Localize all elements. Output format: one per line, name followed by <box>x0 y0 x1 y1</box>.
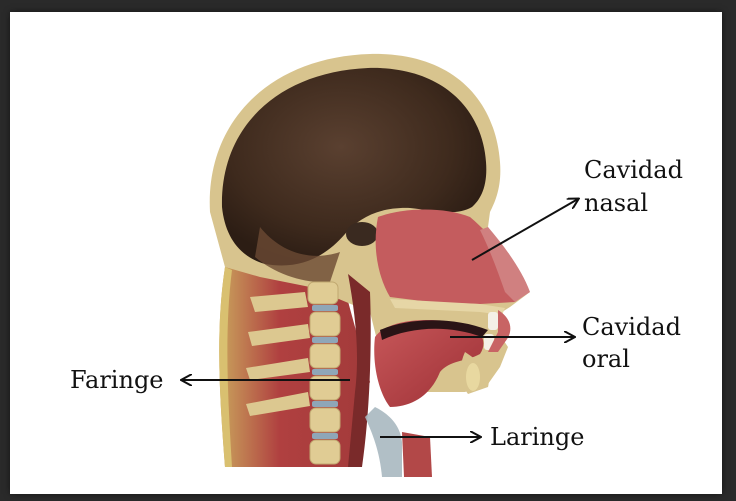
label-faringe: Faringe <box>70 365 164 395</box>
larynx-structure <box>365 407 402 477</box>
sphenoid-sinus <box>346 222 378 246</box>
label-cavidad-oral-line1: Cavidad <box>582 312 681 342</box>
hyoid-bone <box>466 363 480 391</box>
diagram-frame: Cavidad nasal Cavidad oral Faringe Larin… <box>10 12 722 494</box>
label-cavidad-oral-line2: oral <box>582 344 630 374</box>
label-cavidad-nasal-line1: Cavidad <box>584 155 683 185</box>
label-cavidad-nasal-line2: nasal <box>584 188 648 218</box>
head-cross-section-illustration <box>10 12 722 494</box>
trachea <box>402 432 432 477</box>
label-laringe: Laringe <box>490 422 584 452</box>
upper-teeth <box>488 312 498 330</box>
